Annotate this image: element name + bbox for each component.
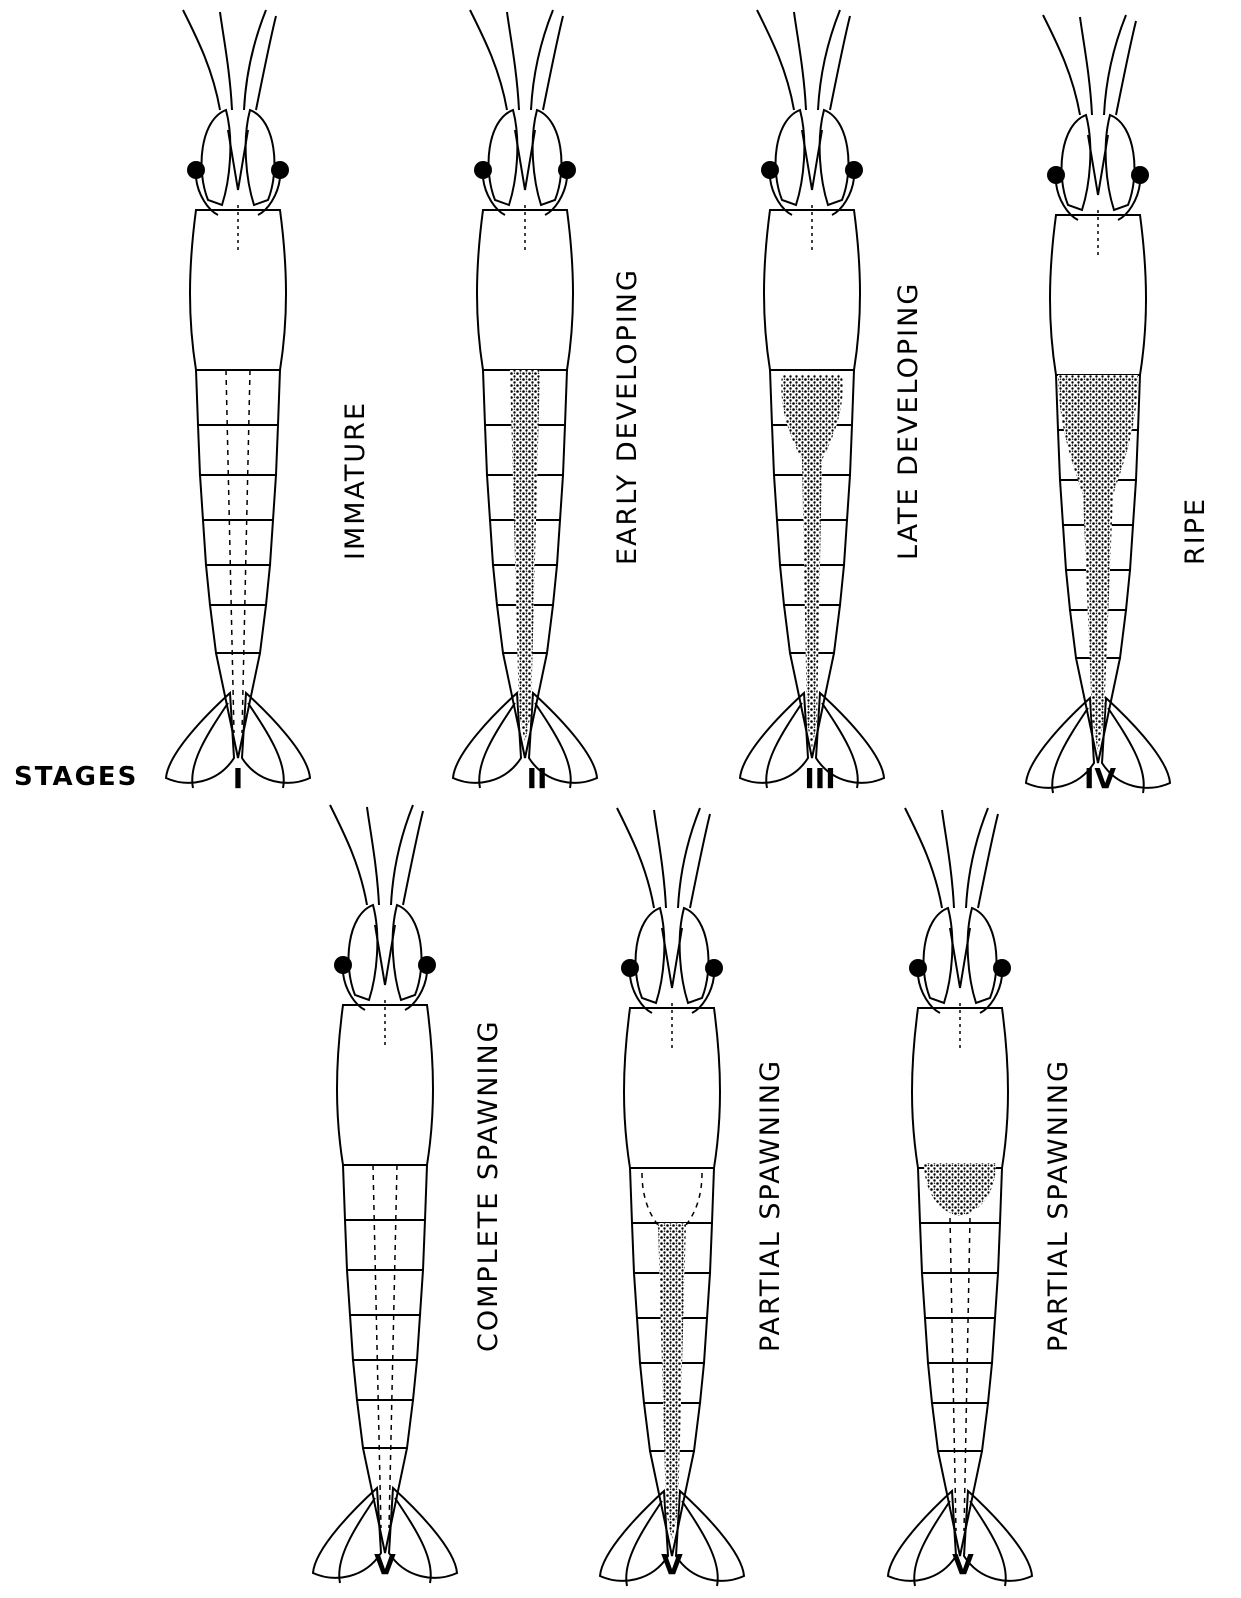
- shrimp-drawing-3: [740, 10, 884, 788]
- stage-numeral-7: V: [923, 1548, 1003, 1581]
- shrimp-drawing-1: [166, 10, 310, 788]
- shrimp-drawing-5: [313, 805, 457, 1583]
- shrimp-drawing-2: [453, 10, 597, 788]
- stage-label-early-developing: EARLY DEVELOPING: [612, 268, 643, 565]
- stages-heading: STAGES: [14, 762, 138, 792]
- stage-numeral-5: V: [345, 1548, 425, 1581]
- stage-numeral-1: I: [198, 762, 278, 795]
- stage-numeral-4: IV: [1060, 762, 1140, 795]
- stage-label-complete-spawning: COMPLETE SPAWNING: [473, 1019, 504, 1352]
- shrimp-drawing-4: [1026, 15, 1170, 793]
- shrimp-drawing-7: [888, 808, 1032, 1586]
- stage-label-partial-spawning-2: PARTIAL SPAWNING: [1043, 1059, 1074, 1352]
- stage-label-ripe: RIPE: [1180, 497, 1211, 565]
- stage-label-immature: IMMATURE: [340, 401, 371, 560]
- stage-numeral-3: III: [780, 762, 860, 795]
- stage-label-partial-spawning-1: PARTIAL SPAWNING: [755, 1059, 786, 1352]
- stage-label-late-developing: LATE DEVELOPING: [893, 282, 924, 560]
- shrimp-drawing-6: [600, 808, 744, 1586]
- stage-numeral-6: V: [632, 1548, 712, 1581]
- stage-numeral-2: II: [497, 762, 577, 795]
